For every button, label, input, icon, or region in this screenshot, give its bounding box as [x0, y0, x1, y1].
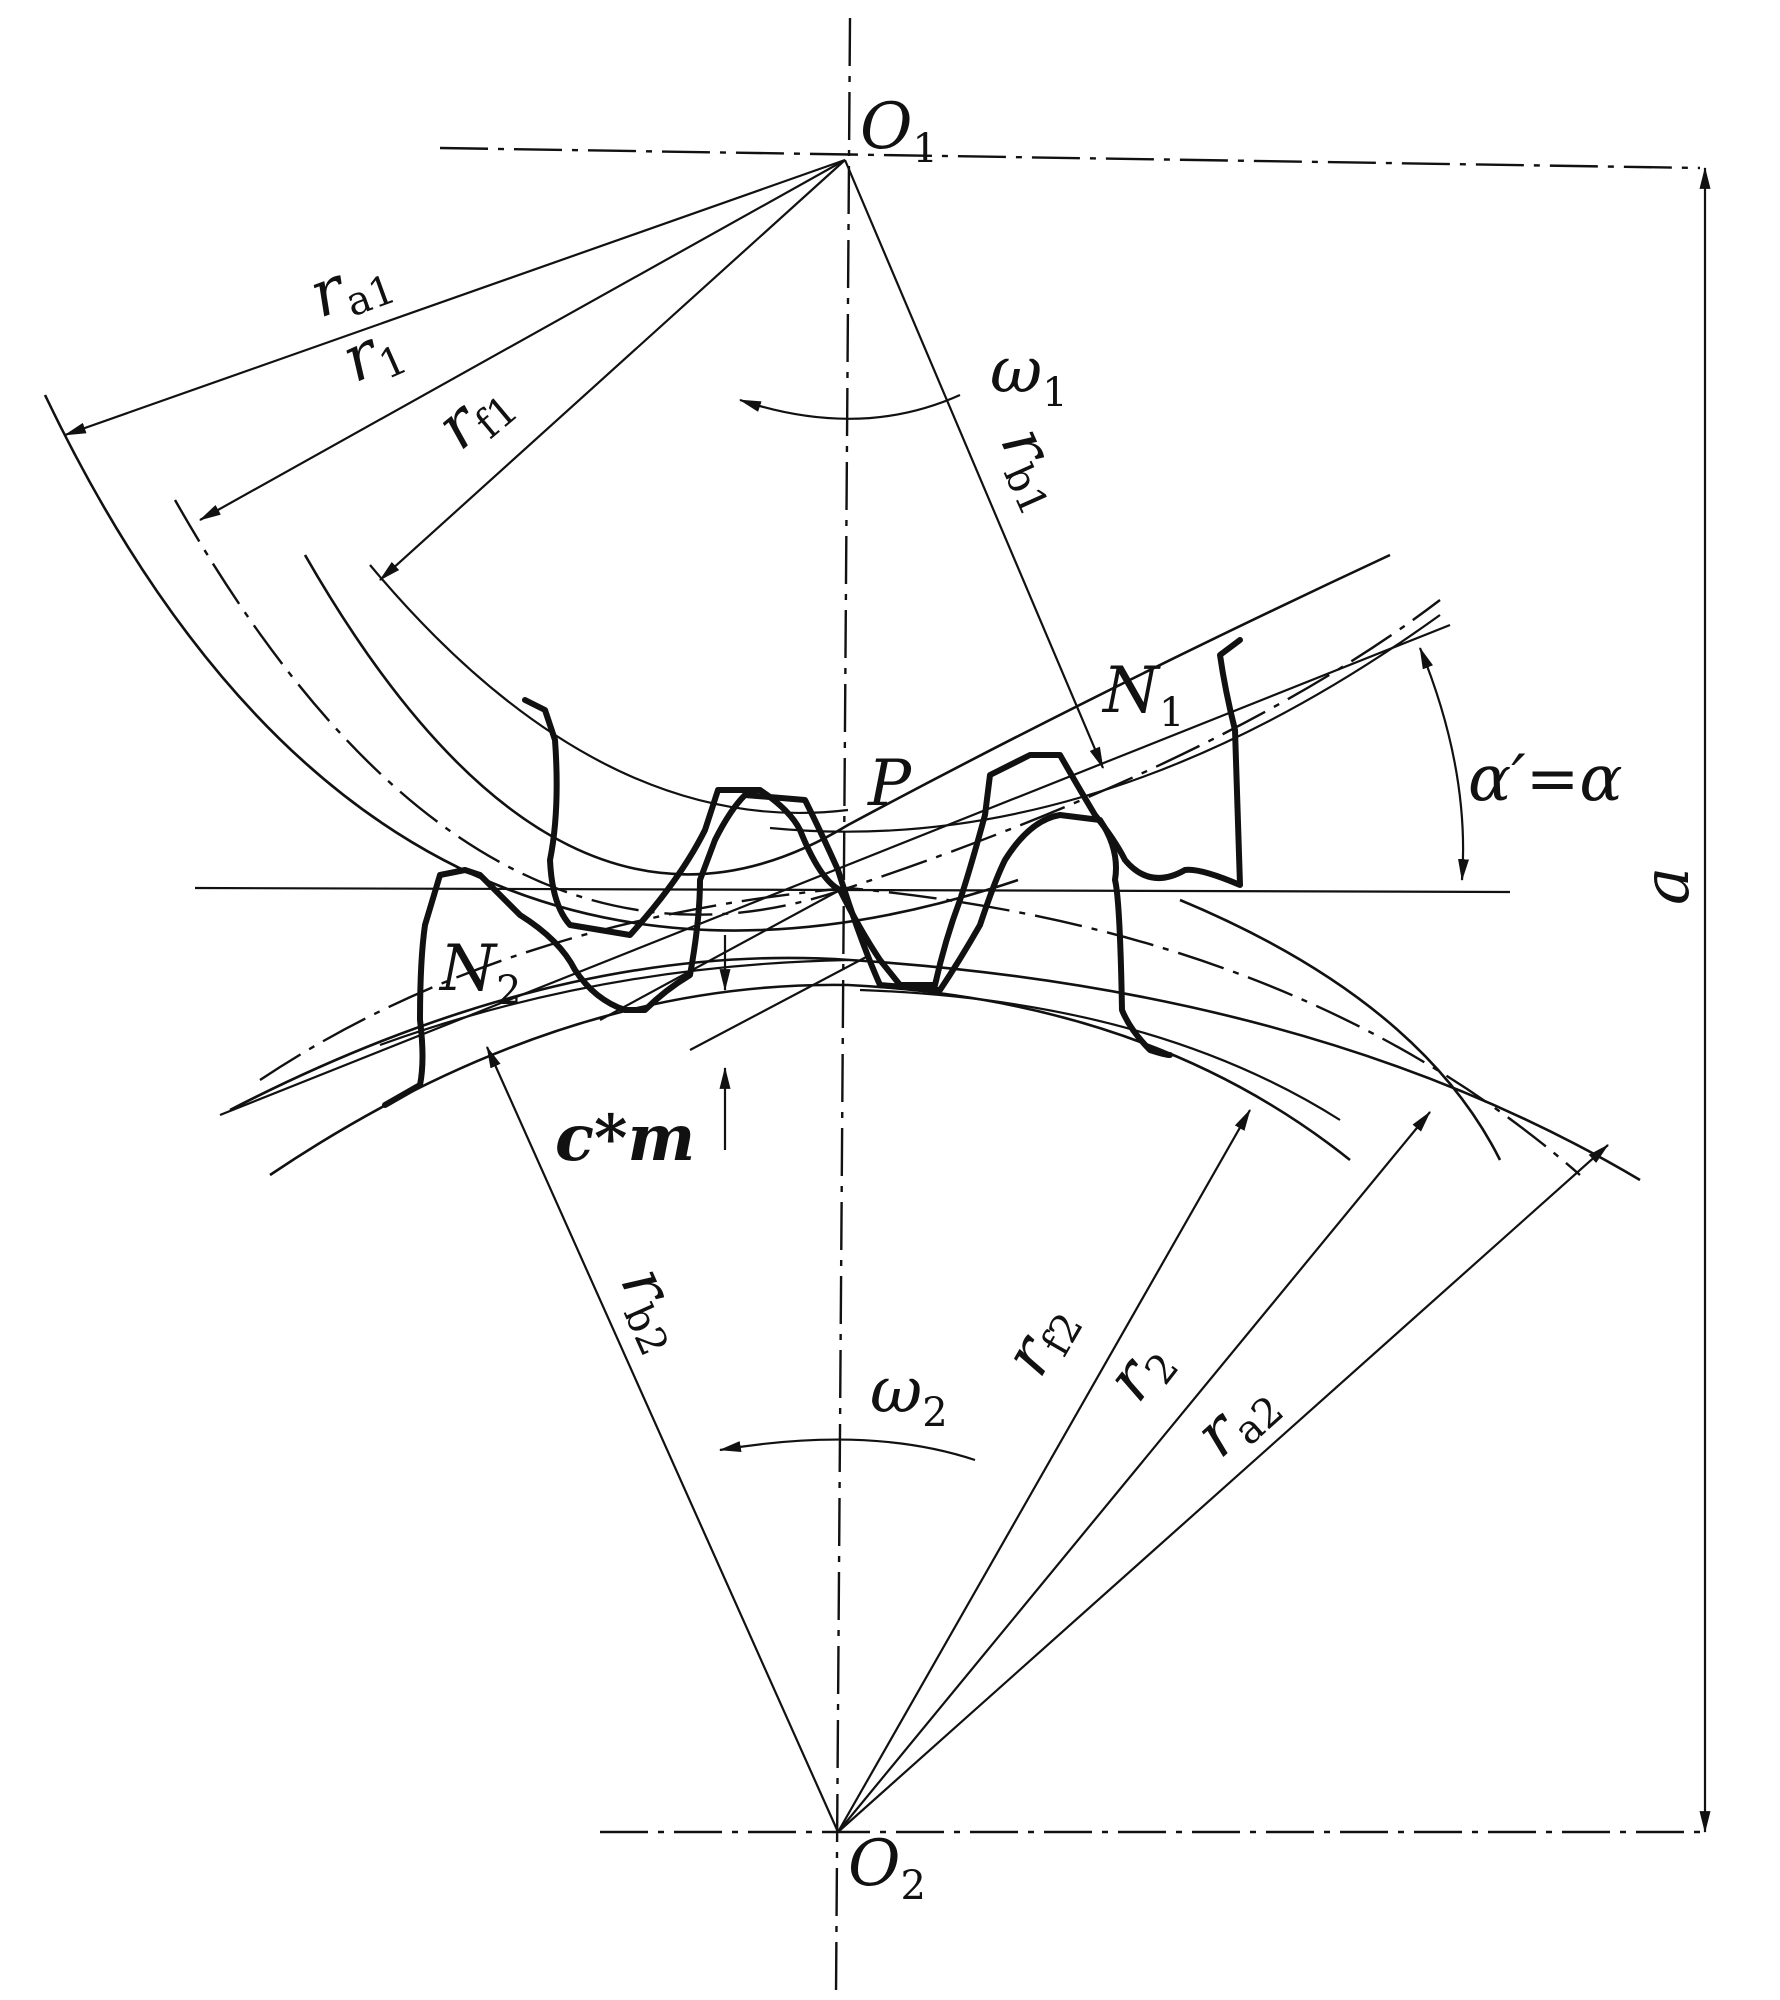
gear1-base-circle: [769, 614, 1441, 833]
gear2-addendum-circle: [229, 956, 1641, 1182]
gear2-dedendum-inner: [859, 988, 1341, 1121]
label-rf1: rf1: [423, 362, 527, 467]
o1-horizontal-centerline: [439, 146, 1701, 170]
gear1-r1-radius: [199, 159, 846, 521]
gear2-ra2-radius: [837, 1144, 1609, 1833]
vertical-centerline: [834, 17, 852, 1996]
gear2-teeth: [382, 792, 1173, 1108]
label-pitch-point-p: P: [867, 747, 912, 821]
gear2-base-circle: [379, 958, 849, 1047]
label-omega1: ω1: [990, 334, 1068, 416]
gear2-dedendum-circle: [269, 983, 1351, 1177]
label-r2: r2: [1092, 1325, 1188, 1417]
label-omega2: ω2: [870, 1354, 948, 1436]
label-rb2: rb2: [602, 1256, 706, 1362]
label-o1: O1: [860, 90, 938, 172]
label-clearance-cm: c*m: [555, 1101, 695, 1176]
label-n1: N1: [1101, 654, 1184, 736]
label-rf2: rf2: [990, 1290, 1093, 1390]
gear1-addendum-circle: [43, 394, 1019, 932]
omega2-arrow: [718, 1438, 976, 1462]
clearance-tick-line: [689, 954, 871, 1051]
label-pressure-angle: α′=α: [1468, 742, 1623, 816]
gear1-rb1-radius: [843, 159, 1105, 770]
pitch-tangent-line: [194, 886, 1511, 894]
label-n2: N2: [438, 932, 521, 1014]
pressure-angle-arc: [1418, 646, 1469, 882]
gear1-rf1-radius: [379, 159, 846, 581]
gear1-teeth: [522, 637, 1243, 988]
gear1-ra1-radius: [63, 158, 846, 437]
gear1-pitch-circle: [173, 499, 1441, 916]
gear1-dedendum-inner: [369, 564, 849, 814]
gear2-rf2-radius: [837, 1109, 1251, 1833]
label-o2: O2: [848, 1827, 926, 1909]
omega1-arrow: [738, 393, 961, 420]
gear2-outer-circle: [1179, 898, 1502, 1161]
gear2-r2-radius: [837, 1111, 1431, 1833]
gear2-pitch-circle: [259, 886, 1581, 1176]
label-rb1: rb1: [982, 416, 1086, 522]
label-center-distance: a: [1630, 867, 1704, 905]
gear2-rb2-radius: [485, 1045, 840, 1833]
gear2-construction-line: [599, 889, 841, 1021]
label-ra2: ra2: [1181, 1363, 1293, 1474]
